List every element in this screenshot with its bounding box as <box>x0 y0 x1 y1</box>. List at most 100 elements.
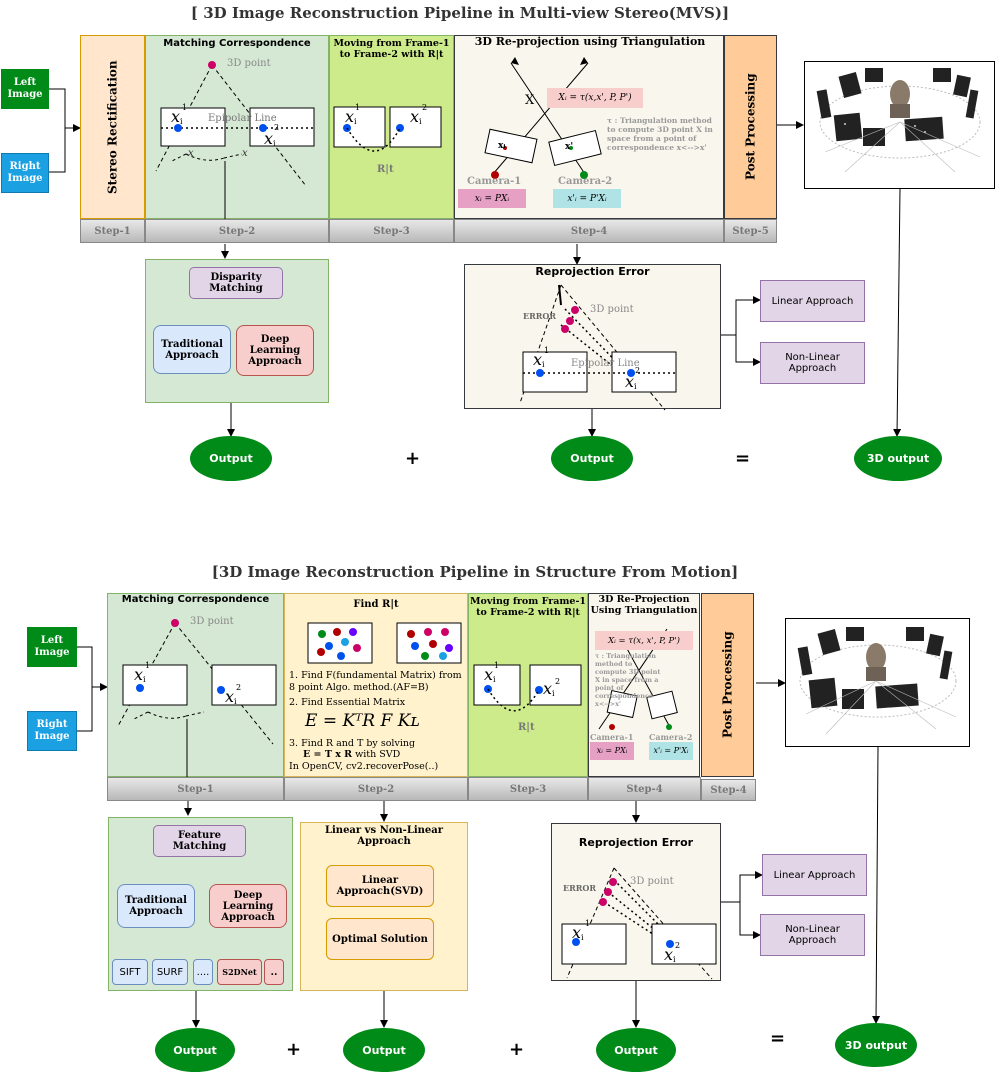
stereo-label: Stereo Rectification <box>105 60 120 194</box>
find-rt-step3-bold: E = T x R <box>303 749 353 760</box>
traditional-box: Traditional Approach <box>153 325 231 374</box>
bottom-reproj-formula: Xᵢ = τ(x, x', P, P') <box>595 631 693 650</box>
bottom-reproj-note: τ : Triangulation method to compute 3D p… <box>595 652 661 708</box>
right-image-label: Right Image <box>1 153 49 193</box>
find-rt-title: Find R|t <box>353 599 399 610</box>
top-output-1: Output <box>190 436 272 481</box>
svg-text:x: x <box>188 148 194 159</box>
reproj-note: τ : Triangulation method to compute 3D p… <box>607 116 713 152</box>
bottom-camera1-eq: xᵢ = PXᵢ <box>590 742 634 760</box>
top-nonlinear-box: Non-Linear Approach <box>760 342 865 384</box>
svg-text:x: x <box>664 945 673 964</box>
svg-text:i: i <box>552 689 555 698</box>
disparity-box: Disparity Matching <box>189 267 283 299</box>
find-rt-step3-eq: E = T x R with SVD <box>303 750 463 760</box>
camera1-label: Camera-1 <box>467 176 522 187</box>
svg-text:x: x <box>134 665 143 684</box>
bottom-step-4: Step-4 <box>588 777 701 801</box>
svg-text:2: 2 <box>635 366 640 375</box>
reconstruction-image <box>816 68 981 173</box>
svg-text:i: i <box>234 697 237 706</box>
bottom-step-5: Step-4 <box>701 779 756 801</box>
svg-text:2: 2 <box>236 683 241 692</box>
linear-svd-box: Linear Approach(SVD) <box>326 865 434 907</box>
top-plus: + <box>405 448 421 469</box>
bottom-left-image-label: Left Image <box>27 627 77 667</box>
svg-text:i: i <box>673 955 676 964</box>
stereo-panel: Stereo Rectification <box>80 35 145 219</box>
reproj-title: 3D Re-projection using Triangulation <box>474 35 706 48</box>
bottom-output-1: Output <box>155 1028 235 1072</box>
surf-box: SURF <box>152 959 188 985</box>
sift-box: SIFT <box>112 959 148 985</box>
svg-text:1: 1 <box>585 919 590 928</box>
svg-text:i: i <box>542 360 545 369</box>
bottom-reproj-title: 3D Re-Projection Using Triangulation <box>590 594 698 616</box>
svg-text:i: i <box>493 675 496 684</box>
svg-text:i: i <box>634 382 637 391</box>
svg-text:i: i <box>143 675 146 684</box>
bottom-right-image-label: Right Image <box>27 711 77 751</box>
matching-epipolar: Epipolar Line <box>208 113 277 124</box>
bottom-post-label: Post Processing <box>720 631 735 739</box>
reproj-x: X <box>525 93 535 108</box>
svg-text:2: 2 <box>274 123 279 132</box>
reproj-error-3d-point: 3D point <box>590 304 634 315</box>
svg-text:x: x <box>572 923 581 942</box>
find-rt-step1: 1. Find F(fundamental Matrix) from 8 poi… <box>289 670 462 693</box>
svg-text:2: 2 <box>555 677 560 686</box>
bottom-matching-3d-point: 3D point <box>190 616 234 627</box>
find-rt-opencv: In OpenCV, cv2.recoverPose(..) <box>289 761 439 772</box>
svg-text:1: 1 <box>355 103 360 112</box>
post-panel: Post Processing <box>724 35 777 219</box>
bottom-reproj-panel: 3D Re-Projection Using Triangulation Xᵢ … <box>588 593 700 777</box>
svg-text:i: i <box>354 117 357 126</box>
top-output-2: Output <box>551 436 633 481</box>
svg-text:x: x <box>171 107 180 126</box>
top-connectors <box>49 88 902 437</box>
top-title: [ 3D Image Reconstruction Pipeline in Mu… <box>190 4 730 22</box>
svg-text:2: 2 <box>675 941 680 950</box>
reproj-error-epipolar: Epipolar Line <box>571 358 640 369</box>
bottom-traditional-box: Traditional Approach <box>117 884 195 928</box>
svg-text:1: 1 <box>145 661 150 670</box>
find-rt-step2: 2. Find Essential Matrix <box>289 697 406 708</box>
bottom-output-3: Output <box>596 1028 676 1072</box>
svg-text:i: i <box>419 117 422 126</box>
bottom-moving-title: Moving from Frame-1 to Frame-2 with R|t <box>469 596 586 618</box>
bottom-camera2-label: Camera-2 <box>649 732 693 742</box>
bottom-deep-box: Deep Learning Approach <box>209 884 287 928</box>
bottom-title: [3D Image Reconstruction Pipeline in Str… <box>211 563 739 581</box>
bottom-error-label: ERROR <box>563 883 597 893</box>
bottom-moving-panel: Moving from Frame-1 to Frame-2 with R|t … <box>468 593 588 777</box>
trad-more-box: .... <box>193 959 213 985</box>
svg-text:x: x <box>225 687 234 706</box>
bottom-camera1-label: Camera-1 <box>590 732 634 742</box>
top-result-image <box>804 61 995 189</box>
bottom-camera2-eq: x'ᵢ = P'Xᵢ <box>649 742 693 760</box>
reproj-sketch <box>484 57 602 179</box>
bottom-step-3: Step-3 <box>468 777 588 801</box>
svg-text:1: 1 <box>544 346 549 355</box>
reproj-panel: 3D Re-projection using Triangulation X x… <box>454 35 724 219</box>
deep-more-box: .. <box>264 959 284 985</box>
svg-text:x: x <box>625 372 634 391</box>
find-rt-panel: Find R|t 1. Find F(fundamental Matrix) f… <box>284 593 468 777</box>
bottom-step-1: Step-1 <box>107 777 284 801</box>
matching-3d-point: 3D point <box>227 58 271 69</box>
bottom-equals: = <box>770 1028 786 1049</box>
lin-vs-non-title: Linear vs Non-Linear Approach <box>324 825 444 847</box>
find-rt-step3: 3. Find R and T by solving <box>289 738 416 749</box>
left-image-label: Left Image <box>1 69 49 109</box>
bottom-output-3d: 3D output <box>835 1023 917 1067</box>
top-step-2: Step-2 <box>145 219 329 243</box>
bottom-reproj-error-3d-point: 3D point <box>630 876 674 887</box>
svg-text:x: x <box>484 665 493 684</box>
bottom-moving-rt: R|t <box>518 722 535 733</box>
top-linear-box: Linear Approach <box>760 280 865 322</box>
